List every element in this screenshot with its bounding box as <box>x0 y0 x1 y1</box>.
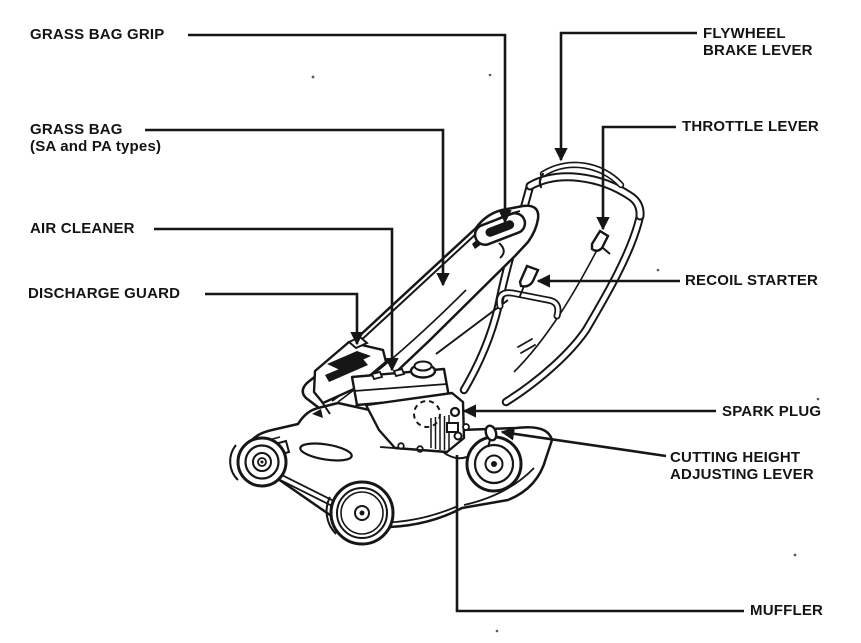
discharge-guard-part <box>312 335 388 415</box>
label-grass-bag: GRASS BAG (SA and PA types) <box>30 121 161 155</box>
leader-discharge-guard <box>205 292 364 346</box>
wheels <box>229 435 523 546</box>
label-cutting-height-adjusting-lever: CUTTING HEIGHT ADJUSTING LEVER <box>670 449 814 483</box>
leader-grass-bag <box>145 128 450 287</box>
print-speckles <box>311 73 820 633</box>
label-text: THROTTLE LEVER <box>682 118 819 135</box>
leader-cutting-height <box>500 427 667 458</box>
grass-bag-grip-part <box>473 212 527 246</box>
label-text-line1: GRASS BAG <box>30 121 123 138</box>
leader-air-cleaner <box>154 227 399 372</box>
label-flywheel-brake-lever: FLYWHEEL BRAKE LEVER <box>703 25 813 59</box>
label-discharge-guard: DISCHARGE GUARD <box>28 285 180 302</box>
label-text: MUFFLER <box>750 602 824 619</box>
handlebar <box>459 161 645 407</box>
label-text: GRASS BAG GRIP <box>30 26 165 43</box>
label-text-line2: BRAKE LEVER <box>703 42 813 59</box>
label-muffler: MUFFLER <box>750 602 823 619</box>
label-text: DISCHARGE GUARD <box>28 285 181 302</box>
throttle-lever-part <box>590 229 611 255</box>
label-text-line1: FLYWHEEL <box>703 25 786 42</box>
label-grass-bag-grip: GRASS BAG GRIP <box>30 26 164 43</box>
label-text-line1: CUTTING HEIGHT <box>670 449 801 466</box>
engine-part <box>350 360 470 460</box>
spark-plug-part <box>449 406 461 418</box>
cutting-height-lever-part <box>484 424 498 448</box>
leader-grass-bag-grip <box>188 33 512 224</box>
leader-flywheel-brake-lever <box>554 31 697 162</box>
label-text: RECOIL STARTER <box>685 272 819 289</box>
label-text: SPARK PLUG <box>722 403 822 420</box>
label-spark-plug: SPARK PLUG <box>722 403 821 420</box>
muffler-part <box>442 451 468 460</box>
label-throttle-lever: THROTTLE LEVER <box>682 118 819 135</box>
leader-lines <box>145 31 744 613</box>
recoil-starter-part <box>496 264 562 320</box>
leader-muffler <box>455 455 744 613</box>
label-recoil-starter: RECOIL STARTER <box>685 272 818 289</box>
label-air-cleaner: AIR CLEANER <box>30 220 135 237</box>
label-text: AIR CLEANER <box>30 220 135 237</box>
label-text-line2: (SA and PA types) <box>30 138 162 155</box>
leader-throttle-lever <box>596 125 676 231</box>
label-text-line2: ADJUSTING LEVER <box>670 466 814 483</box>
